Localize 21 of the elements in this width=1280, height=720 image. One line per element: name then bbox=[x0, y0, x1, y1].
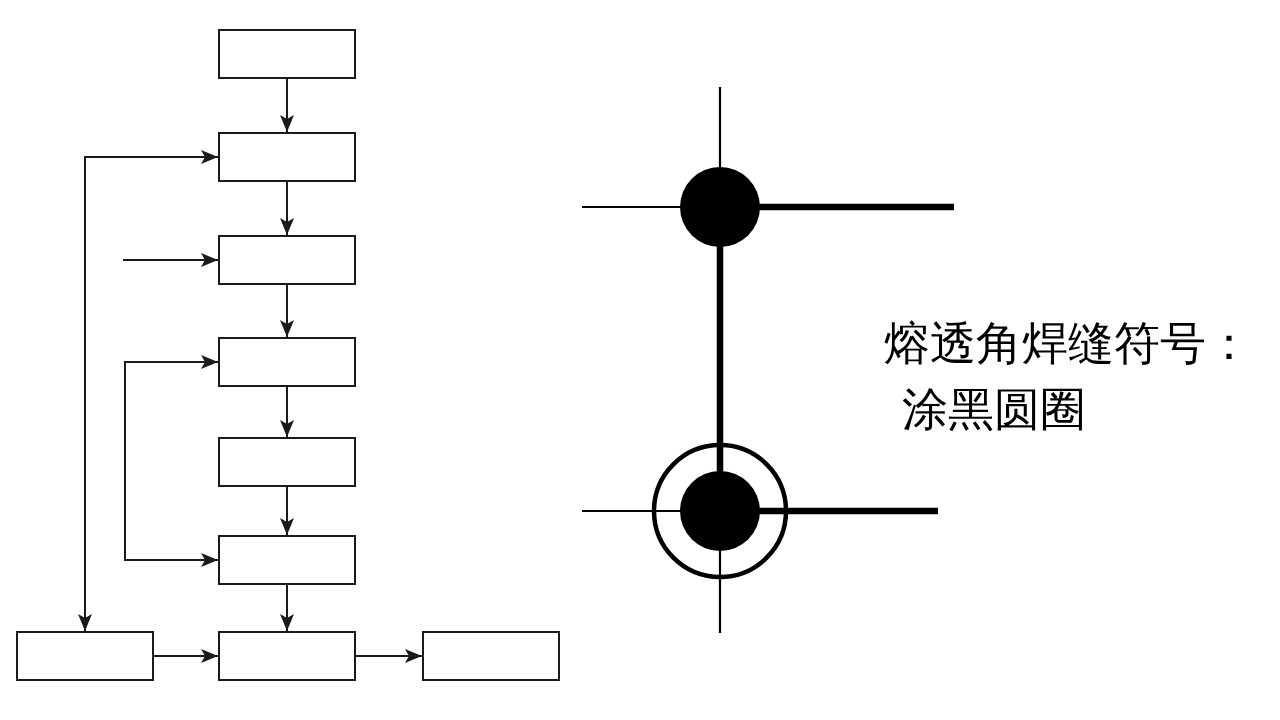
process-box bbox=[218, 337, 356, 387]
process-box bbox=[218, 29, 356, 79]
arrow bbox=[355, 649, 423, 663]
process-box bbox=[218, 437, 356, 487]
process-box bbox=[218, 631, 356, 681]
annotation-text: 熔透角焊缝符号：涂黑圆圈 bbox=[884, 317, 1253, 437]
arrow bbox=[78, 150, 219, 632]
process-box bbox=[218, 535, 356, 585]
process-box bbox=[218, 235, 356, 285]
arrow bbox=[280, 284, 294, 338]
arrow bbox=[280, 584, 294, 632]
process-box bbox=[16, 631, 154, 681]
arrow bbox=[153, 649, 219, 663]
arrow bbox=[280, 486, 294, 536]
arrow bbox=[280, 386, 294, 438]
arrow bbox=[122, 253, 219, 267]
process-box bbox=[218, 132, 356, 182]
arrow bbox=[124, 355, 219, 567]
process-box bbox=[422, 631, 560, 681]
arrow bbox=[280, 181, 294, 236]
arrow bbox=[280, 78, 294, 133]
